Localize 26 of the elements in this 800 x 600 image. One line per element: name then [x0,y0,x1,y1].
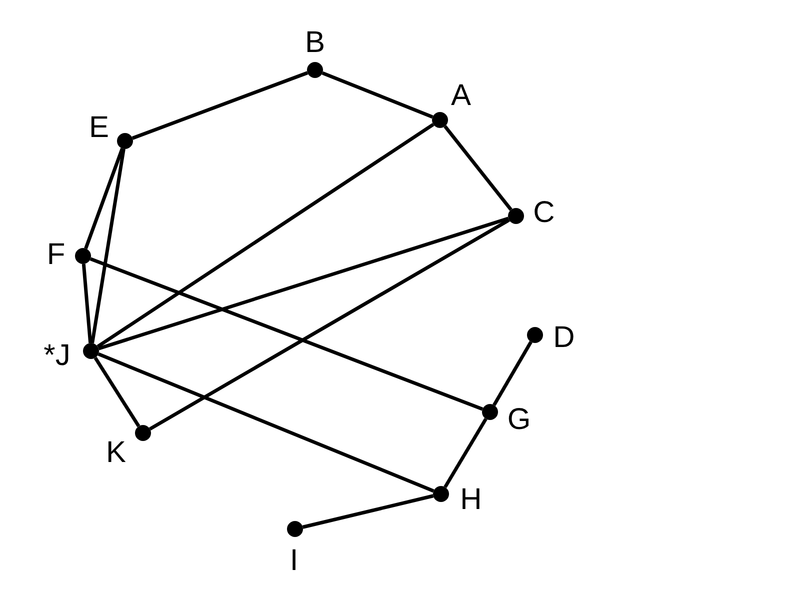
vertex-label: *J [44,341,70,371]
vertex-label: C [533,198,555,228]
edge-line [84,148,124,250]
vertex-label: K [106,438,126,468]
edge-line [444,125,512,211]
edge-line [492,341,532,406]
edge-line [90,148,126,344]
edge-line [90,257,484,411]
edge-line [302,494,434,529]
edge-line [98,352,434,493]
edge-line [96,122,434,348]
edge-line [322,71,434,119]
vertex-label: G [507,405,531,435]
vertex-label: I [290,546,298,576]
vertex-label: B [305,28,325,58]
vertex-label: A [451,81,471,111]
edge-line [98,216,509,350]
vertex-label: D [553,323,575,353]
edge-line [94,356,140,428]
edge-line [149,218,510,430]
edge-line [444,418,488,488]
vertex-label: E [89,113,109,143]
vertex-label: H [460,485,482,515]
edge-line [132,71,308,140]
edge-line [82,264,92,344]
vertex-label: F [46,240,66,270]
